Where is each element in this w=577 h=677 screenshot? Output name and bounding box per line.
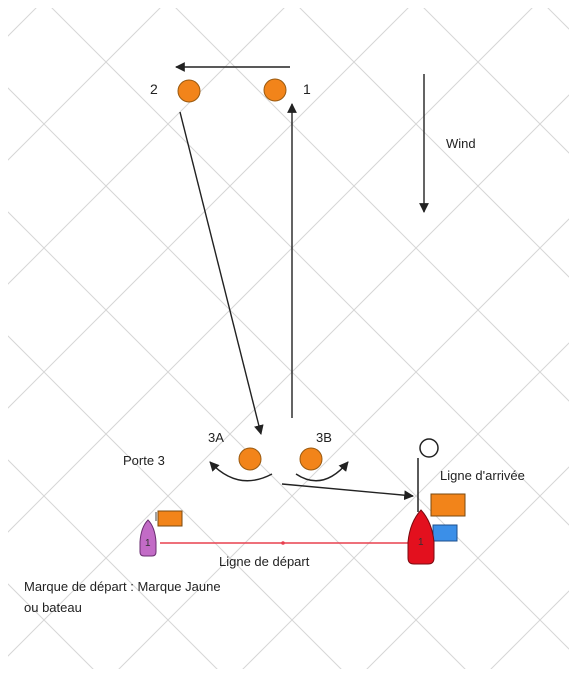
mark-1-label: 1 xyxy=(303,81,311,97)
grid-line xyxy=(299,8,569,278)
arrow-mark2-to-gate3a xyxy=(179,111,264,435)
grid-line xyxy=(51,8,569,526)
grid-line xyxy=(8,8,285,285)
start-mark-label-line1: Marque de départ : Marque Jaune xyxy=(24,579,221,594)
grid-line xyxy=(490,590,569,669)
finish-boat-hull xyxy=(407,509,435,565)
grid-line xyxy=(8,8,161,161)
mark-2 xyxy=(177,79,201,103)
grid-line xyxy=(8,211,466,669)
start-line-center-dot xyxy=(281,541,285,545)
grid-line xyxy=(8,335,342,669)
course-arrows xyxy=(175,62,429,501)
mark-3b xyxy=(299,447,323,471)
grid-line xyxy=(423,8,569,154)
grid-line xyxy=(547,8,569,30)
finish-buoy xyxy=(417,438,439,512)
grid-line xyxy=(118,218,569,669)
start-line-label: Ligne de départ xyxy=(219,554,310,569)
mark-3b-label: 3B xyxy=(316,430,332,445)
finish-boat-flag-orange xyxy=(430,493,466,517)
gate-label: Porte 3 xyxy=(123,453,165,468)
start-boat: 1 xyxy=(139,510,183,557)
start-boat-flag-orange xyxy=(157,510,183,527)
finish-boat: 1 xyxy=(407,493,466,565)
mark-3a-label: 3A xyxy=(208,430,224,445)
mark-1 xyxy=(263,78,287,102)
finish-boat-flag-blue xyxy=(432,524,458,542)
finish-line-label: Ligne d'arrivée xyxy=(440,468,525,483)
start-mark-label-line2: ou bateau xyxy=(24,600,82,615)
mark-3a xyxy=(238,447,262,471)
grid-line xyxy=(8,459,218,669)
grid-line xyxy=(8,8,409,409)
gate-3a-rounding-arc xyxy=(209,461,273,482)
grid-line xyxy=(175,8,569,402)
finish-boat-number: 1 xyxy=(418,537,424,548)
mark-2-label: 2 xyxy=(150,81,158,97)
start-boat-hull xyxy=(139,519,157,557)
grid-line xyxy=(366,466,569,669)
grid-line xyxy=(242,342,569,669)
wind-label: Wind xyxy=(446,136,476,151)
grid-line xyxy=(8,583,94,669)
arrow-gate-to-finish xyxy=(281,483,414,501)
start-boat-number: 1 xyxy=(145,538,151,549)
gate-3b-rounding-arc xyxy=(295,461,349,482)
